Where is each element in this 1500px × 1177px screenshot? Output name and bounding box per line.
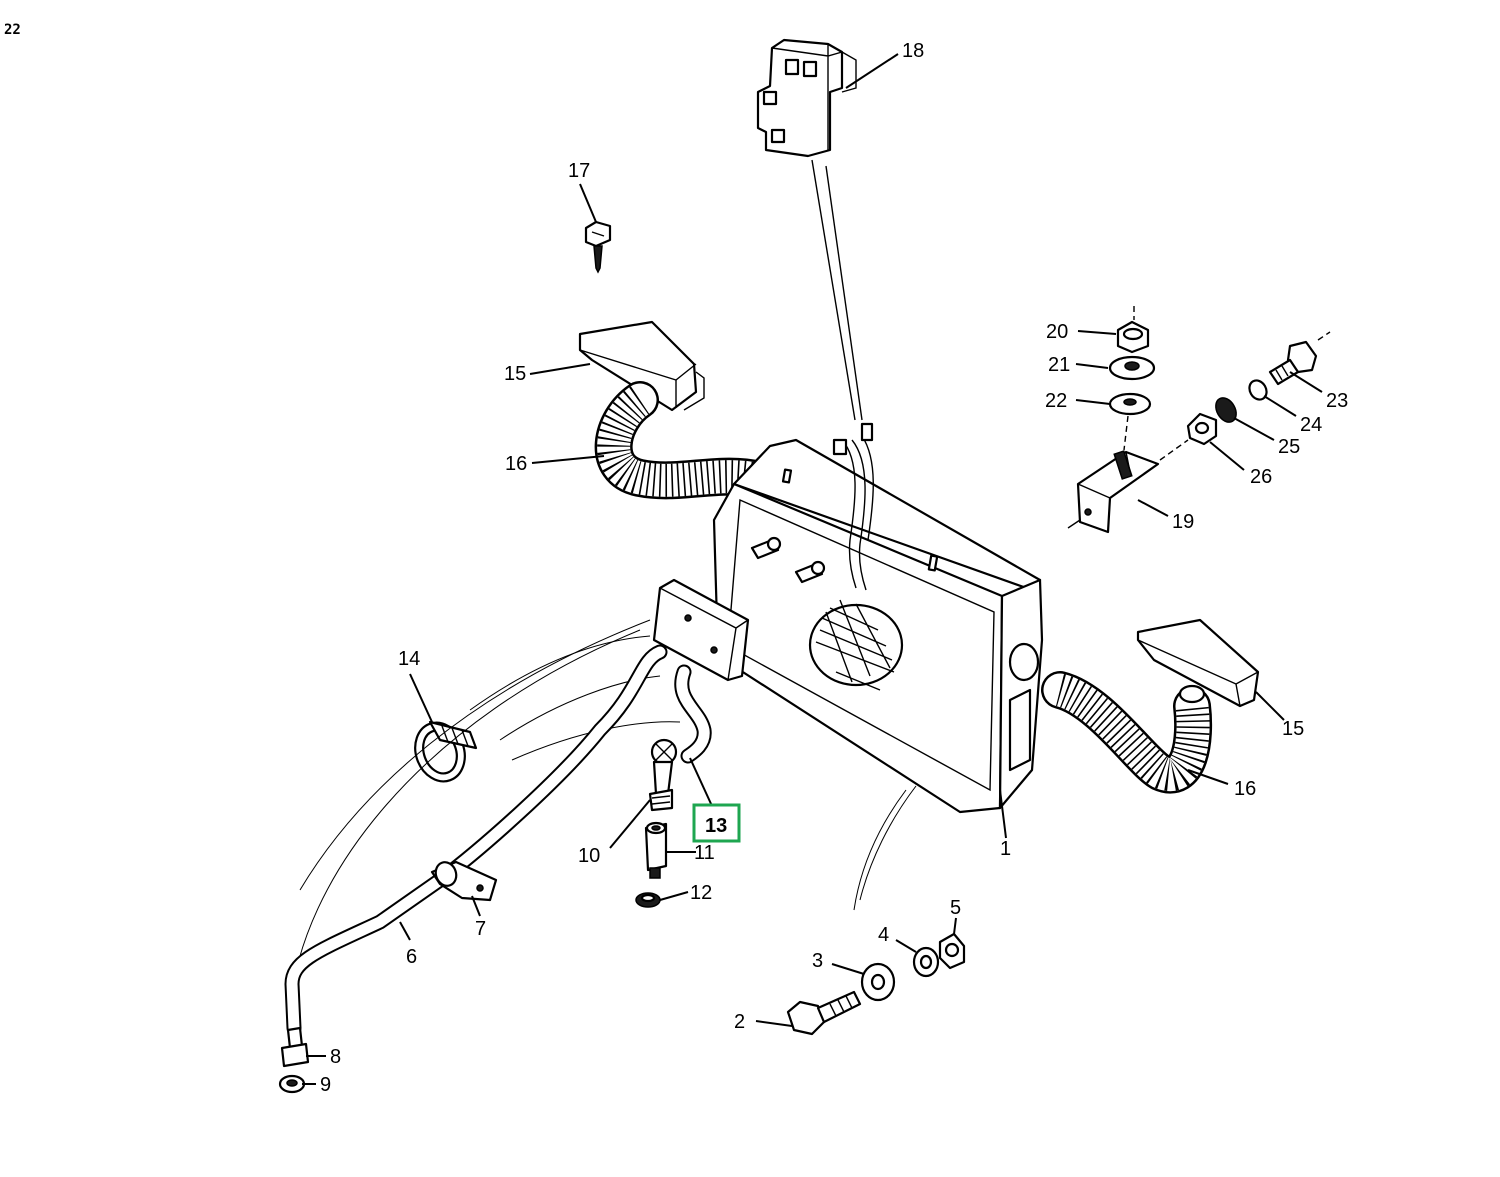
callout-5: 5 (950, 897, 961, 919)
callout-12: 12 (690, 882, 712, 904)
small-hose-part (674, 664, 712, 764)
callout-11: 11 (694, 842, 715, 864)
callout-4: 4 (878, 924, 889, 946)
callout-3: 3 (812, 950, 823, 972)
mounting-bracket-part (1067, 450, 1160, 534)
lock-washer-part-4 (912, 946, 940, 978)
hose-clip-part (414, 720, 478, 783)
bolt-part-2 (786, 990, 862, 1036)
callout-15-right: 15 (1282, 718, 1304, 740)
callout-10: 10 (578, 845, 600, 867)
washer-part-21 (1108, 355, 1156, 381)
callout-13: 13 (705, 815, 727, 837)
callout-13-highlight-box (692, 803, 741, 843)
pipe-clip-part (430, 860, 498, 902)
callout-6: 6 (406, 946, 417, 968)
bolt-part-23 (1268, 340, 1318, 386)
callout-18: 18 (902, 40, 924, 62)
callout-26: 26 (1250, 466, 1272, 488)
callout-16-right: 16 (1234, 778, 1256, 800)
callout-15-left: 15 (504, 363, 526, 385)
callout-23: 23 (1326, 390, 1348, 412)
callout-labels: 1 2 3 4 5 6 7 8 9 10 11 12 13 14 15 15 1… (320, 40, 1348, 1096)
tap-extension-part (644, 821, 668, 879)
sealing-washer-part (635, 892, 661, 908)
page-reference: 22 (4, 22, 21, 38)
heater-switch-part (756, 38, 863, 421)
left-flexible-hose-part (594, 381, 779, 500)
left-air-vent-part (578, 320, 705, 412)
callout-22: 22 (1045, 390, 1067, 412)
callout-24: 24 (1300, 414, 1322, 436)
nut-part-26 (1186, 412, 1218, 446)
callout-17: 17 (568, 160, 590, 182)
washer-part-3 (860, 962, 896, 1002)
right-flexible-hose-part (1041, 671, 1213, 794)
nut-part-20 (1116, 320, 1150, 354)
water-pipe-part (284, 644, 668, 1036)
callout-21: 21 (1048, 354, 1070, 376)
washer-part-22 (1108, 392, 1152, 416)
leader-lines (302, 53, 1323, 1085)
heater-unit-part (712, 422, 1044, 814)
washer-part-25 (1215, 397, 1237, 423)
callout-14: 14 (398, 648, 420, 670)
washer-part-9 (278, 1074, 306, 1094)
callout-16-left: 16 (505, 453, 527, 475)
nut-part-5 (938, 932, 966, 970)
screw-part (584, 220, 612, 274)
union-part (280, 1026, 310, 1068)
callout-25: 25 (1278, 436, 1300, 458)
callout-7: 7 (475, 918, 486, 940)
callout-20: 20 (1046, 321, 1068, 343)
mounting-pad-part (652, 578, 750, 682)
callout-1: 1 (1000, 838, 1011, 860)
callout-8: 8 (330, 1046, 341, 1068)
callout-9: 9 (320, 1074, 331, 1096)
right-air-vent-part (1136, 618, 1260, 708)
drain-tap-part (648, 738, 678, 812)
callout-2: 2 (734, 1011, 745, 1033)
callout-19: 19 (1172, 511, 1194, 533)
washer-part-24 (1248, 379, 1268, 401)
